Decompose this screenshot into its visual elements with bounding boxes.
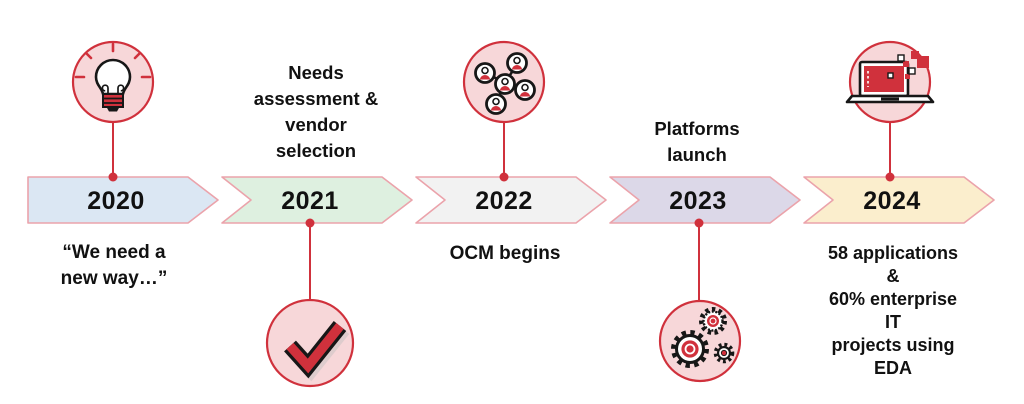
person-node xyxy=(494,73,516,95)
laptop-pixels-icon xyxy=(845,51,935,104)
connector-2024 xyxy=(885,122,895,182)
connector-dot xyxy=(305,218,315,228)
person-node xyxy=(514,79,536,101)
gear-medium xyxy=(699,307,727,335)
pixel-squares xyxy=(887,51,929,85)
year-label-2022: 2022 xyxy=(475,187,533,215)
connector-2022 xyxy=(499,122,509,182)
gears-icon xyxy=(671,307,735,368)
caption-2021: Needs assessment & vendor selection xyxy=(253,62,379,161)
people-network-icon xyxy=(474,52,536,115)
chevron-2020 xyxy=(27,176,219,224)
gear-small xyxy=(713,342,735,364)
year-label-2021: 2021 xyxy=(281,187,339,215)
caption-2023: Platforms launch xyxy=(654,118,740,165)
caption-2022: OCM begins xyxy=(449,243,561,264)
connector-2023 xyxy=(694,218,704,302)
connector-2020 xyxy=(108,122,118,182)
connector-dot xyxy=(885,172,895,182)
person-node xyxy=(506,52,528,74)
caption-2024: 58 applications & 60% enterprise IT proj… xyxy=(827,243,959,378)
gear-large xyxy=(671,330,709,368)
checkmark-icon xyxy=(284,321,350,382)
connector-2021 xyxy=(305,218,315,301)
chevron-2023 xyxy=(609,176,801,224)
caption-2020: “We need a new way…” xyxy=(60,242,168,289)
bubble-2021 xyxy=(265,298,355,388)
connector-dot xyxy=(108,172,118,182)
year-label-2023: 2023 xyxy=(669,187,727,215)
year-label-2024: 2024 xyxy=(863,187,921,215)
connector-dot xyxy=(499,172,509,182)
person-node xyxy=(474,62,496,84)
chevron-2024 xyxy=(803,176,995,224)
chevron-2021 xyxy=(221,176,413,224)
year-label-2020: 2020 xyxy=(87,187,145,215)
connector-dot xyxy=(694,218,704,228)
lightbulb-icon xyxy=(74,42,152,112)
chevron-2022 xyxy=(415,176,607,224)
person-node xyxy=(485,93,507,115)
